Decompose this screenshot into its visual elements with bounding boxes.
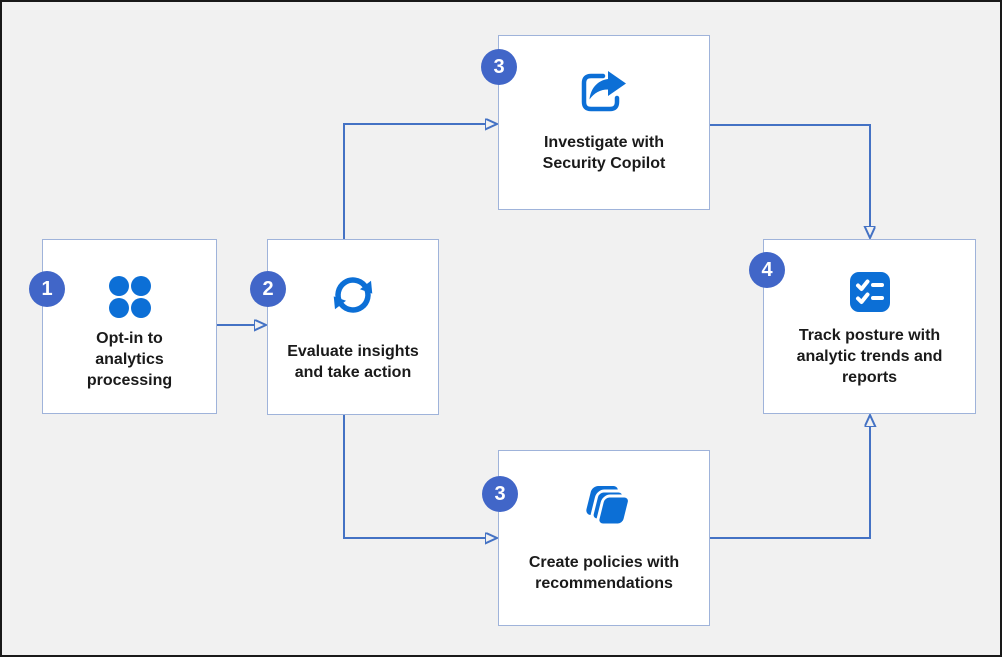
step-label-line: recommendations	[535, 575, 673, 592]
step-number-badge: 1	[29, 271, 65, 307]
step-label-line: Track posture with	[798, 327, 941, 344]
step-box-investigate: Investigate with Security Copilot	[498, 35, 710, 210]
step-label-line: Create policies with	[528, 554, 680, 571]
sync-arrows-icon	[330, 270, 376, 320]
step-label-line: reports	[841, 369, 898, 386]
step-box-evaluate: Evaluate insights and take action	[267, 239, 439, 415]
step-number-badge: 2	[250, 271, 286, 307]
share-arrow-icon	[577, 68, 631, 116]
arrow-step2-to-create-policies	[343, 414, 486, 538]
step-label-line: processing	[86, 372, 173, 389]
stacked-cards-icon	[575, 481, 633, 531]
arrow-create-policies-to-step4	[710, 426, 870, 539]
step-box-track-posture: Track posture with analytic trends and r…	[763, 239, 976, 414]
step-label-line: Security Copilot	[542, 155, 666, 172]
step-label: Investigate with Security Copilot	[499, 132, 709, 174]
arrow-step2-to-investigate	[343, 124, 486, 239]
step-label: Evaluate insights and take action	[268, 341, 438, 383]
dots-grid-icon	[104, 274, 156, 320]
step-label: Track posture with analytic trends and r…	[764, 325, 975, 388]
checklist-icon	[848, 270, 892, 314]
step-label-line: and take action	[294, 364, 412, 381]
step-label-line: analytic trends and	[796, 348, 943, 365]
step-label-line: analytics	[95, 351, 164, 368]
step-box-create-policies: Create policies with recommendations	[498, 450, 710, 626]
step-label-line: Opt-in to	[96, 330, 163, 347]
step-label: Opt-in to analytics processing	[43, 328, 216, 391]
step-label-line: Investigate with	[543, 134, 665, 151]
step-label: Create policies with recommendations	[499, 552, 709, 594]
step-box-opt-in: Opt-in to analytics processing	[42, 239, 217, 414]
step-number-badge: 3	[481, 49, 517, 85]
step-number-badge: 4	[749, 252, 785, 288]
arrow-investigate-to-step4	[710, 124, 870, 227]
step-number-badge: 3	[482, 476, 518, 512]
step-label-line: Evaluate insights	[287, 343, 419, 360]
